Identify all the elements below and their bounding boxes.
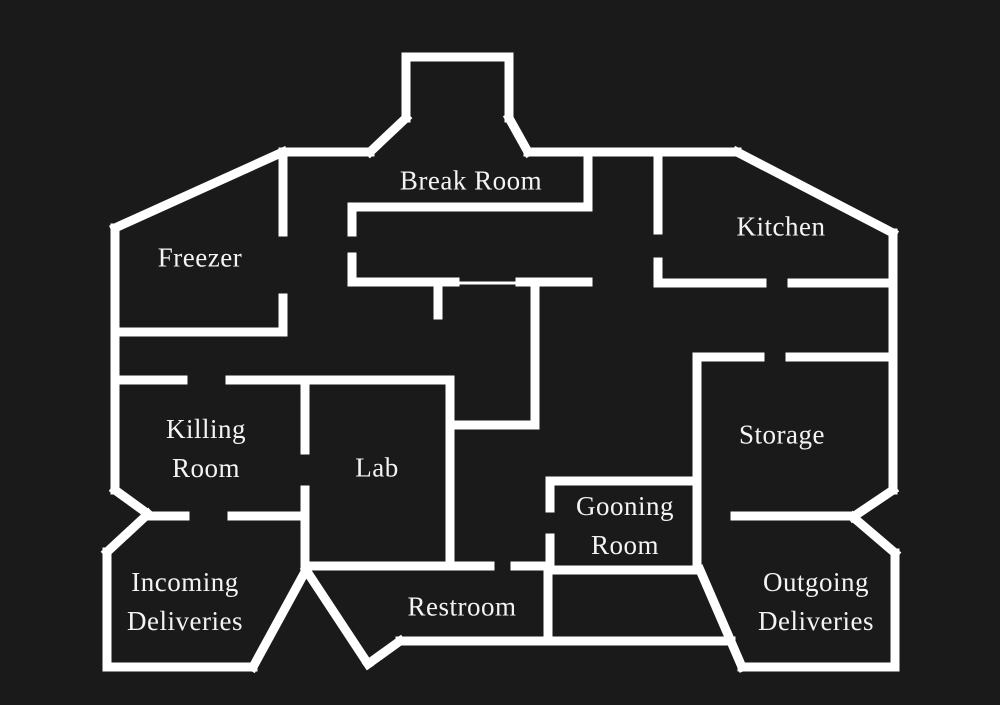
room-label-killing-room: Killing Room (165, 414, 247, 483)
room-label-break-room: Break Room (399, 165, 543, 196)
room-label-lab: Lab (355, 452, 399, 483)
room-label-kitchen: Kitchen (736, 211, 826, 242)
room-label-outgoing-deliveries: Outgoing Deliveries (758, 567, 874, 636)
room-label-storage: Storage (739, 419, 825, 450)
room-label-restroom: Restroom (407, 591, 517, 622)
room-label-incoming-deliveries: Incoming Deliveries (127, 567, 243, 636)
room-label-gooning-room: Gooning Room (576, 491, 674, 560)
room-label-freezer: Freezer (157, 242, 243, 273)
wall-lines (100, 52, 902, 674)
